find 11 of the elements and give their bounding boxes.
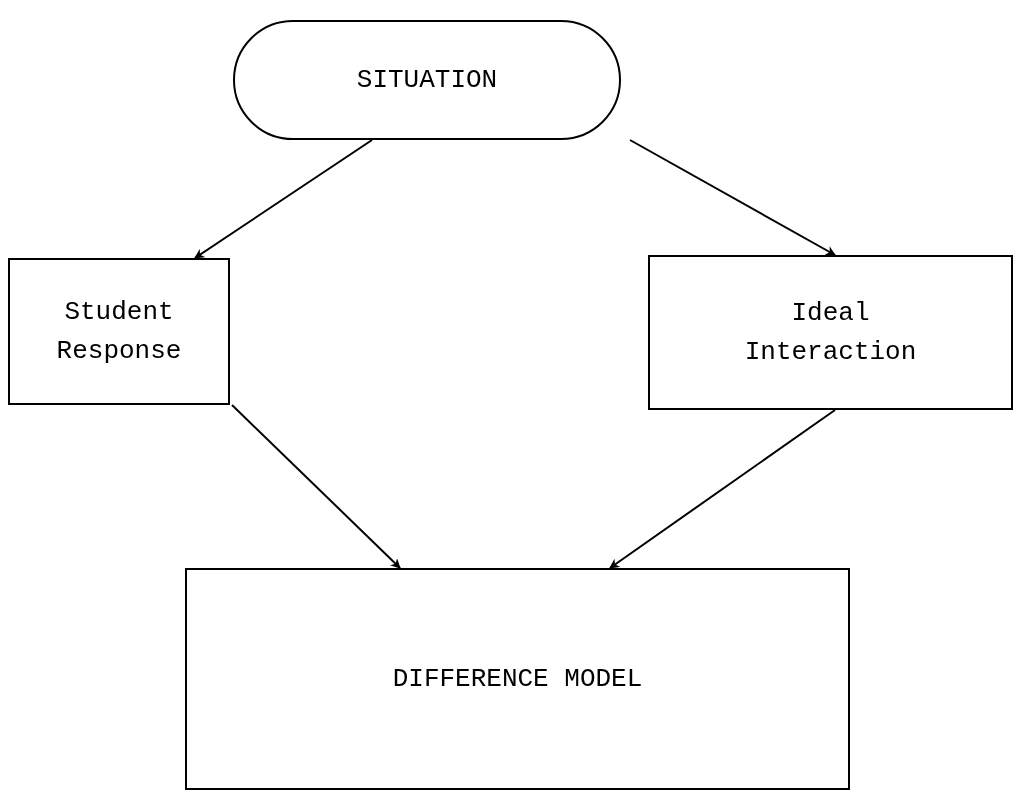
node-label: Student Response xyxy=(55,295,183,368)
node-label: SITUATION xyxy=(355,63,499,97)
process-box xyxy=(8,258,230,405)
arrow xyxy=(231,404,401,569)
arrow xyxy=(194,139,373,259)
process-box xyxy=(648,255,1013,410)
node-label: DIFFERENCE MODEL xyxy=(391,662,644,696)
arrow xyxy=(629,139,836,256)
process-box xyxy=(185,568,850,790)
arrow xyxy=(609,409,836,569)
node-label: Ideal Interaction xyxy=(743,296,918,369)
